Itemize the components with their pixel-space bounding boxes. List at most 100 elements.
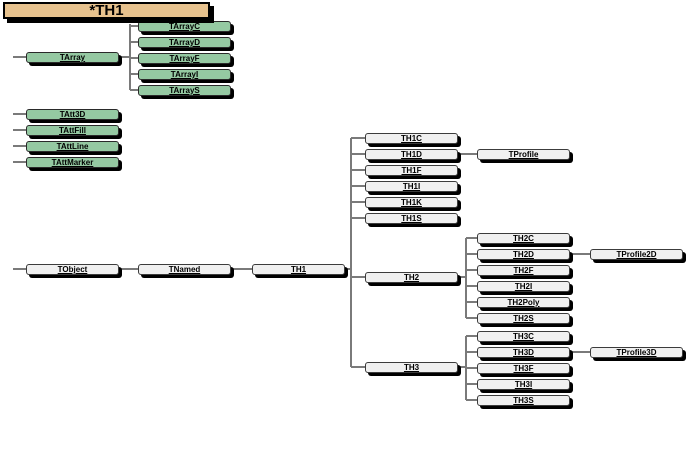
class-box-tprofile2d[interactable]: TProfile2D xyxy=(590,249,683,260)
connector-line xyxy=(466,285,477,287)
class-box-th1i[interactable]: TH1I xyxy=(365,181,458,192)
class-label: TH2F xyxy=(513,266,534,275)
connector-line xyxy=(466,383,477,385)
connector-line xyxy=(130,89,138,91)
class-box-tatt3d[interactable]: TAtt3D xyxy=(26,109,119,120)
class-label: TH1 xyxy=(290,265,307,274)
class-box-tarray[interactable]: TArray xyxy=(26,52,119,63)
class-label: TH2Poly xyxy=(507,298,540,307)
class-box-tattmarker[interactable]: TAttMarker xyxy=(26,157,119,168)
class-box-th1c[interactable]: TH1C xyxy=(365,133,458,144)
class-label: TH1C xyxy=(401,134,422,143)
connector-line xyxy=(13,268,26,270)
connector-line xyxy=(466,237,477,239)
connector-line xyxy=(458,153,477,155)
class-label: TH1D xyxy=(401,150,422,159)
class-box-th3s[interactable]: TH3S xyxy=(477,395,570,406)
class-box-tnamed[interactable]: TNamed xyxy=(138,264,231,275)
class-box-th3c[interactable]: TH3C xyxy=(477,331,570,342)
class-label: TArrayI xyxy=(170,70,199,79)
class-label: TAtt3D xyxy=(59,110,86,119)
class-box-th3d[interactable]: TH3D xyxy=(477,347,570,358)
class-label: TH3F xyxy=(513,364,534,373)
connector-line xyxy=(466,335,477,337)
connector-line xyxy=(351,137,365,139)
connector-line xyxy=(351,169,365,171)
connector-line xyxy=(466,301,477,303)
connector-line xyxy=(351,366,365,368)
class-box-th2d[interactable]: TH2D xyxy=(477,249,570,260)
connector-line xyxy=(466,269,477,271)
class-box-tattfill[interactable]: TAttFill xyxy=(26,125,119,136)
connector-line xyxy=(466,367,477,369)
class-box-th3[interactable]: TH3 xyxy=(365,362,458,373)
class-box-tprofile3d[interactable]: TProfile3D xyxy=(590,347,683,358)
connector-line xyxy=(231,268,252,270)
class-label: TH2C xyxy=(513,234,534,243)
connector-line xyxy=(13,56,26,58)
class-box-th1k[interactable]: TH1K xyxy=(365,197,458,208)
class-box-th2f[interactable]: TH2F xyxy=(477,265,570,276)
class-label: TH3I xyxy=(514,380,533,389)
class-box-th2[interactable]: TH2 xyxy=(365,272,458,283)
class-box-tobject[interactable]: TObject xyxy=(26,264,119,275)
connector-line xyxy=(119,56,130,58)
class-box-th2poly[interactable]: TH2Poly xyxy=(477,297,570,308)
connector-line xyxy=(465,336,467,400)
root-class-box: *TH1 xyxy=(3,2,210,19)
connector-line xyxy=(351,185,365,187)
connector-line xyxy=(345,268,351,270)
class-label: TH2I xyxy=(514,282,533,291)
connector-line xyxy=(351,201,365,203)
connector-line xyxy=(130,41,138,43)
class-box-th1f[interactable]: TH1F xyxy=(365,165,458,176)
class-box-tarrayc[interactable]: TArrayC xyxy=(138,21,231,32)
class-box-tarrayd[interactable]: TArrayD xyxy=(138,37,231,48)
class-label: TH3C xyxy=(513,332,534,341)
class-box-th2c[interactable]: TH2C xyxy=(477,233,570,244)
connector-line xyxy=(129,24,131,90)
class-label: TH1K xyxy=(401,198,422,207)
class-label: TArrayD xyxy=(169,38,200,47)
connector-line xyxy=(466,399,477,401)
connector-line xyxy=(350,138,352,367)
connector-line xyxy=(119,268,138,270)
connector-line xyxy=(458,366,466,368)
class-label: TAttMarker xyxy=(51,158,94,167)
class-label: TArrayC xyxy=(169,22,200,31)
connector-line xyxy=(13,145,26,147)
class-box-tprofile[interactable]: TProfile xyxy=(477,149,570,160)
class-box-th3f[interactable]: TH3F xyxy=(477,363,570,374)
class-label: TAttLine xyxy=(56,142,89,151)
class-box-th1d[interactable]: TH1D xyxy=(365,149,458,160)
class-label: TH2D xyxy=(513,250,534,259)
class-label: TNamed xyxy=(168,265,201,274)
class-box-th2s[interactable]: TH2S xyxy=(477,313,570,324)
class-label: TH2S xyxy=(513,314,534,323)
class-label: TH1S xyxy=(401,214,422,223)
connector-line xyxy=(466,317,477,319)
class-box-th2i[interactable]: TH2I xyxy=(477,281,570,292)
connector-line xyxy=(351,217,365,219)
class-label: TH2 xyxy=(403,273,420,282)
class-label: TArray xyxy=(59,53,86,62)
connector-line xyxy=(351,276,365,278)
connector-line xyxy=(351,153,365,155)
class-label: TProfile xyxy=(508,150,539,159)
class-box-th1s[interactable]: TH1S xyxy=(365,213,458,224)
class-box-tarrayi[interactable]: TArrayI xyxy=(138,69,231,80)
class-box-tarrayf[interactable]: TArrayF xyxy=(138,53,231,64)
class-box-tattline[interactable]: TAttLine xyxy=(26,141,119,152)
connector-line xyxy=(13,161,26,163)
connector-line xyxy=(130,25,138,27)
class-box-th3i[interactable]: TH3I xyxy=(477,379,570,390)
class-box-th1[interactable]: TH1 xyxy=(252,264,345,275)
class-box-tarrays[interactable]: TArrayS xyxy=(138,85,231,96)
class-label: TArrayF xyxy=(169,54,200,63)
class-label: TAttFill xyxy=(59,126,86,135)
class-label: TObject xyxy=(57,265,88,274)
connector-line xyxy=(466,253,477,255)
connector-line xyxy=(570,253,590,255)
class-label: TArrayS xyxy=(169,86,200,95)
